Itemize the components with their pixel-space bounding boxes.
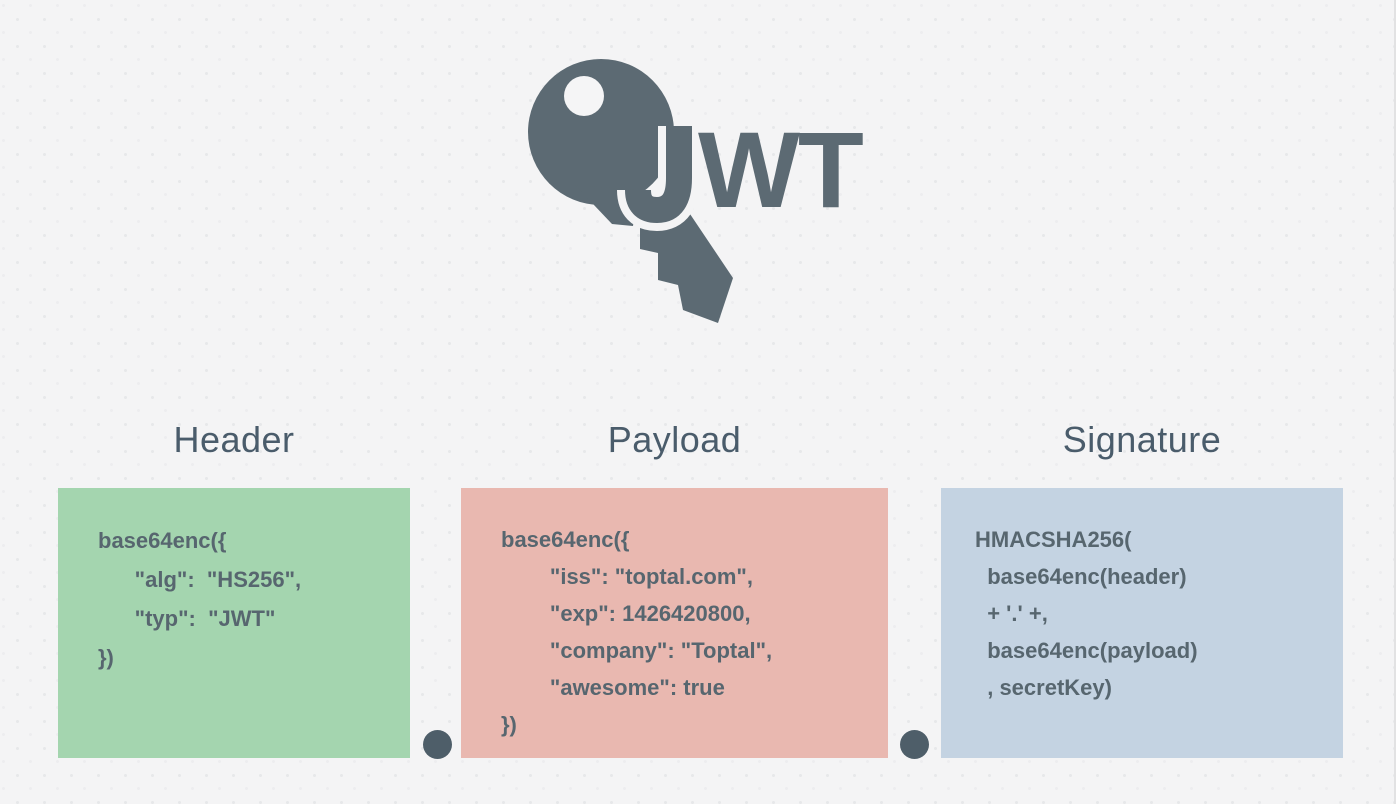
section-label-payload: Payload [607,419,742,460]
header-box: base64enc({ "alg": "HS256", "typ": "JWT"… [58,488,410,758]
right-edge-line [1394,0,1396,804]
jwt-logo-text: WT [698,109,863,230]
connector-dot-payload-signature [900,730,929,759]
key-hole [564,76,604,116]
signature-code: HMACSHA256( base64enc(header) + '.' +, b… [975,527,1198,700]
signature-box: HMACSHA256( base64enc(header) + '.' +, b… [941,488,1343,758]
connector-dot-header-payload [423,730,452,759]
payload-code: base64enc({ "iss": "toptal.com", "exp": … [501,527,773,737]
section-label-header: Header [173,419,295,460]
jwt-logo: WT [528,59,865,323]
key-shank [640,211,733,323]
section-label-signature: Signature [1062,419,1222,460]
payload-box: base64enc({ "iss": "toptal.com", "exp": … [461,488,888,758]
letter-j [625,126,692,224]
header-code: base64enc({ "alg": "HS256", "typ": "JWT"… [98,528,302,670]
key-head [528,59,674,205]
